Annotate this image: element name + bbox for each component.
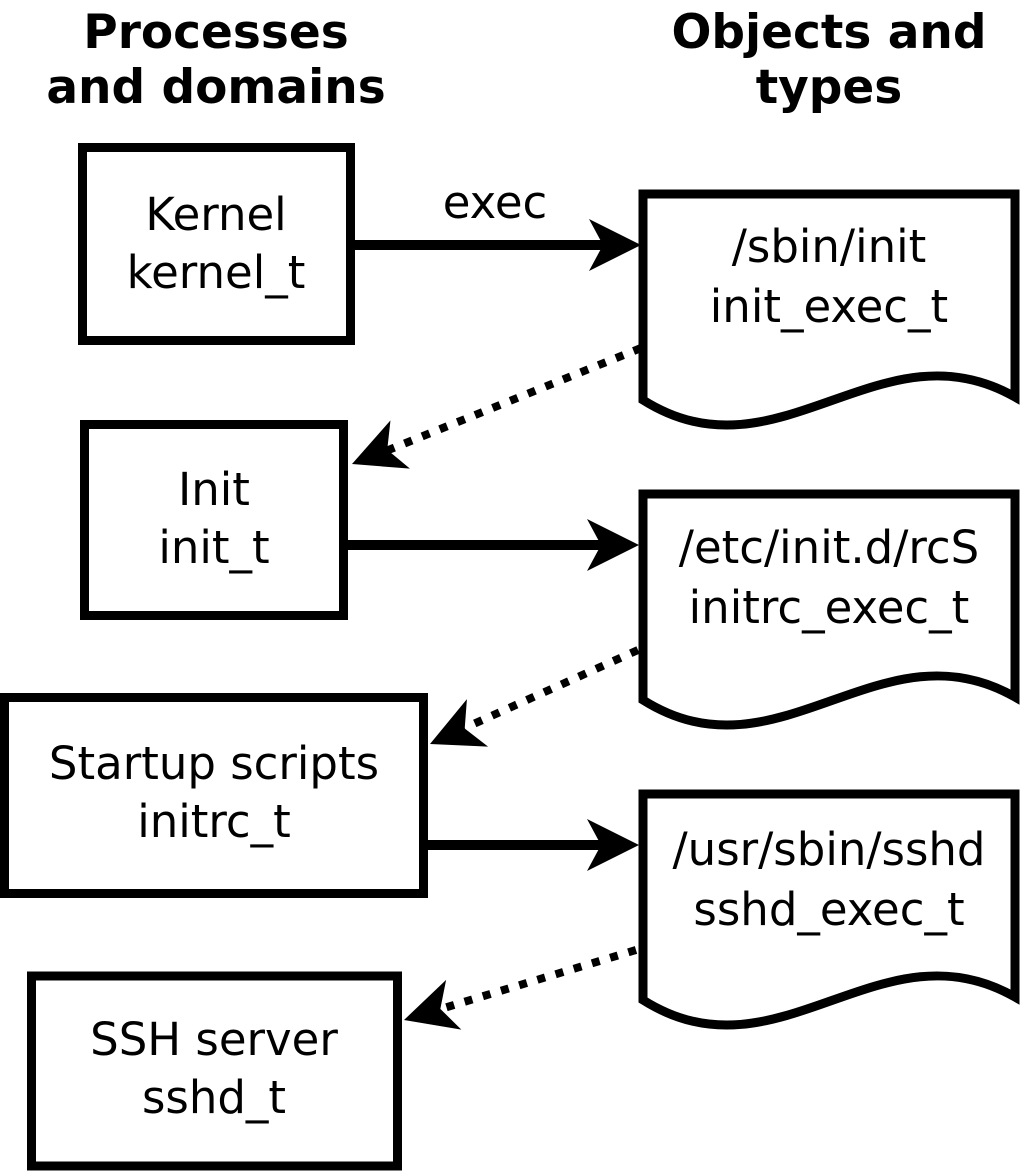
object-usr-sbin-sshd-type: sshd_exec_t xyxy=(693,883,964,936)
right-column-heading-line1: Objects and xyxy=(671,5,986,60)
process-init-name: Init xyxy=(178,463,250,516)
object-sbin-init-path: /sbin/init xyxy=(732,220,927,273)
transition-arrow-1-line xyxy=(379,344,643,457)
transition-arrow-3-line xyxy=(432,946,638,1015)
column-headings: Processes and domains Objects and types xyxy=(46,5,986,115)
left-column-heading-line1: Processes xyxy=(83,5,348,60)
object-etc-initd-rcs-path: /etc/init.d/rcS xyxy=(679,521,979,574)
process-kernel-domain: kernel_t xyxy=(127,246,306,299)
object-usr-sbin-sshd-path: /usr/sbin/sshd xyxy=(673,823,986,876)
object-doc-usr-sbin-sshd: /usr/sbin/sshd sshd_exec_t xyxy=(638,789,1020,1030)
object-doc-sbin-init: /sbin/init init_exec_t xyxy=(638,189,1020,430)
process-startup-scripts-name: Startup scripts xyxy=(49,737,379,790)
process-box-ssh-server-rect xyxy=(27,971,402,1171)
process-startup-scripts-domain: initrc_t xyxy=(137,795,291,848)
left-column-heading-line2: and domains xyxy=(46,60,385,115)
object-sbin-init-type: init_exec_t xyxy=(710,280,948,333)
object-doc-etc-initd-rcs: /etc/init.d/rcS initrc_exec_t xyxy=(638,489,1020,730)
process-box-startup-scripts-rect xyxy=(0,693,428,898)
exec-arrow-startup-to-sshd xyxy=(428,819,639,871)
object-doc-sbin-init-shape xyxy=(638,189,1020,430)
transition-arrow-1-head xyxy=(352,420,410,469)
process-box-startup-scripts: Startup scripts initrc_t xyxy=(0,693,428,898)
transition-arrow-2-head xyxy=(430,699,489,747)
transition-arrow-3-head xyxy=(404,979,462,1030)
exec-arrow-2-head xyxy=(587,519,639,571)
process-box-kernel-rect xyxy=(78,143,355,345)
object-etc-initd-rcs-type: initrc_exec_t xyxy=(689,581,970,634)
transition-arrow-sbin-init-to-init xyxy=(352,344,643,469)
process-box-kernel: Kernel kernel_t xyxy=(78,143,355,345)
exec-arrow-init-to-rcs xyxy=(348,519,639,571)
process-box-init-rect xyxy=(80,420,348,620)
process-kernel-name: Kernel xyxy=(145,188,286,241)
process-ssh-server-name: SSH server xyxy=(90,1013,338,1066)
object-doc-etc-initd-rcs-shape xyxy=(638,489,1020,730)
right-column-heading-line2: types xyxy=(756,60,903,115)
transition-arrow-2-line xyxy=(456,646,640,735)
process-ssh-server-domain: sshd_t xyxy=(142,1071,286,1124)
exec-arrow-1-head xyxy=(589,219,641,271)
exec-label: exec xyxy=(443,176,548,229)
transition-arrow-sshd-to-ssh-server xyxy=(404,946,638,1030)
exec-arrow-kernel-to-sbin-init: exec xyxy=(350,176,641,271)
object-doc-usr-sbin-sshd-shape xyxy=(638,789,1020,1030)
process-init-domain: init_t xyxy=(158,521,269,574)
transition-arrow-rcs-to-startup xyxy=(430,646,640,747)
exec-arrow-3-head xyxy=(587,819,639,871)
process-box-ssh-server: SSH server sshd_t xyxy=(27,971,402,1171)
process-box-init: Init init_t xyxy=(80,420,348,620)
